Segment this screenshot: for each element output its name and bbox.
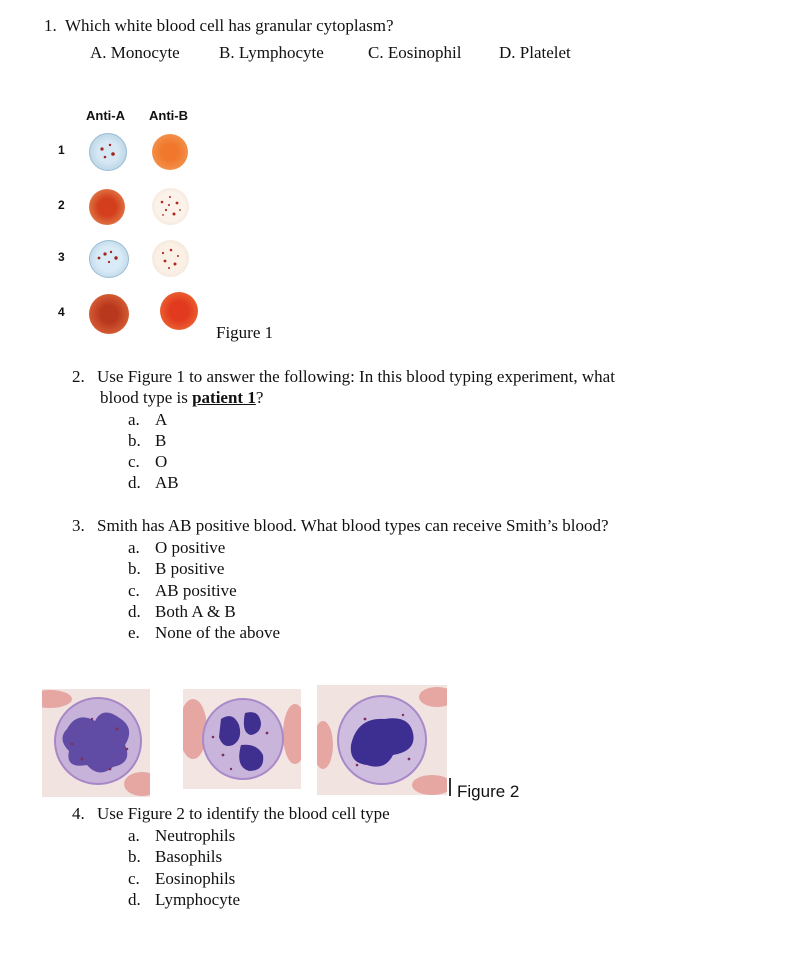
row-1-label: 1 xyxy=(58,143,65,157)
q3-option-e[interactable]: e. None of the above xyxy=(128,622,280,644)
q2-emphasis: patient 1 xyxy=(192,388,256,407)
q1-stem: 1. Which white blood cell has granular c… xyxy=(44,15,394,36)
option-text: Neutrophils xyxy=(155,826,236,845)
row-4-label: 4 xyxy=(58,305,65,319)
cell-image-2 xyxy=(183,689,301,789)
figure-1-caption: Figure 1 xyxy=(216,323,274,342)
option-text: Eosinophils xyxy=(155,869,236,888)
figure-2-caption: Figure 2 xyxy=(457,782,520,801)
option-letter: e. xyxy=(128,623,140,642)
option-text: Both A & B xyxy=(155,602,236,621)
q4-text: Use Figure 2 to identify the blood cell … xyxy=(97,804,390,823)
q4-option-a[interactable]: a. Neutrophils xyxy=(128,825,235,847)
well-3-anti-a xyxy=(89,240,129,278)
row-3-label: 3 xyxy=(58,250,65,264)
option-letter: d. xyxy=(128,602,141,621)
q1-text: Which white blood cell has granular cyto… xyxy=(65,16,394,35)
q2-option-d[interactable]: d. AB xyxy=(128,472,179,494)
q2-option-c[interactable]: c. O xyxy=(128,451,167,473)
q3-number: 3. xyxy=(72,516,85,535)
option-text: AB xyxy=(155,473,179,492)
q2-line-2: blood type is patient 1? xyxy=(100,387,263,408)
q2-option-a[interactable]: a. A xyxy=(128,409,167,431)
well-1-anti-a xyxy=(89,133,127,171)
option-text: O xyxy=(155,452,168,471)
option-letter: b. xyxy=(128,559,141,578)
q2-option-b[interactable]: b. B xyxy=(128,430,166,452)
option-text: Basophils xyxy=(155,847,223,866)
option-letter: d. xyxy=(128,473,141,492)
option-text: A xyxy=(155,410,168,429)
q3-option-c[interactable]: c. AB positive xyxy=(128,580,237,602)
cell-micrograph xyxy=(183,689,301,789)
anti-a-header: Anti-A xyxy=(86,108,125,123)
option-text: B positive xyxy=(155,559,225,578)
q3-text: Smith has AB positive blood. What blood … xyxy=(97,516,609,535)
well-2-anti-a xyxy=(89,189,125,225)
clump-marks xyxy=(100,143,115,159)
option-text: B xyxy=(155,431,167,450)
q2-line-2-pre: blood type is xyxy=(100,388,193,407)
q1-option-c[interactable]: C. Eosinophil xyxy=(368,43,462,62)
well-1-anti-b xyxy=(152,134,188,170)
figure-2-separator xyxy=(449,778,451,796)
q1-option-a[interactable]: A. Monocyte xyxy=(90,43,180,62)
well-4-anti-a xyxy=(89,294,129,334)
option-letter: b. xyxy=(128,431,141,450)
option-letter: c. xyxy=(128,581,140,600)
q1-option-b[interactable]: B. Lymphocyte xyxy=(219,43,324,62)
q3-option-b[interactable]: b. B positive xyxy=(128,558,224,580)
clump-marks xyxy=(97,250,118,264)
q4-option-c[interactable]: c. Eosinophils xyxy=(128,868,235,890)
q3-option-d[interactable]: d. Both A & B xyxy=(128,601,236,623)
clump-marks xyxy=(161,248,179,269)
anti-b-header: Anti-B xyxy=(149,108,188,123)
q4-option-b[interactable]: b. Basophils xyxy=(128,846,222,868)
clump-marks xyxy=(160,196,181,216)
q1-option-d[interactable]: D. Platelet xyxy=(499,43,571,62)
well-2-anti-b xyxy=(152,188,189,225)
well-3-anti-b xyxy=(152,240,189,277)
option-letter: d. xyxy=(128,890,141,909)
q2-line-2-post: ? xyxy=(255,388,264,407)
option-letter: c. xyxy=(128,869,140,888)
option-letter: c. xyxy=(128,452,140,471)
row-2-label: 2 xyxy=(58,198,65,212)
q2-line-1: Use Figure 1 to answer the following: In… xyxy=(97,367,615,386)
q3-option-a[interactable]: a. O positive xyxy=(128,537,225,559)
well-4-anti-b xyxy=(160,292,198,330)
option-text: AB positive xyxy=(155,581,237,600)
q4-option-d[interactable]: d. Lymphocyte xyxy=(128,889,240,911)
q4-number: 4. xyxy=(72,804,85,823)
cell-image-1 xyxy=(42,689,150,797)
q3-stem: 3. Smith has AB positive blood. What blo… xyxy=(72,515,609,536)
q2-number: 2. xyxy=(72,367,85,386)
option-letter: a. xyxy=(128,410,140,429)
option-letter: b. xyxy=(128,847,141,866)
option-text: Lymphocyte xyxy=(155,890,240,909)
cell-micrograph xyxy=(42,689,150,797)
q1-number: 1. xyxy=(44,16,57,35)
option-text: None of the above xyxy=(155,623,281,642)
q2-stem: 2. Use Figure 1 to answer the following:… xyxy=(72,366,615,387)
cell-image-3 xyxy=(317,685,447,795)
option-letter: a. xyxy=(128,826,140,845)
q4-stem: 4. Use Figure 2 to identify the blood ce… xyxy=(72,803,390,824)
option-letter: a. xyxy=(128,538,140,557)
cell-micrograph xyxy=(317,685,447,795)
option-text: O positive xyxy=(155,538,226,557)
